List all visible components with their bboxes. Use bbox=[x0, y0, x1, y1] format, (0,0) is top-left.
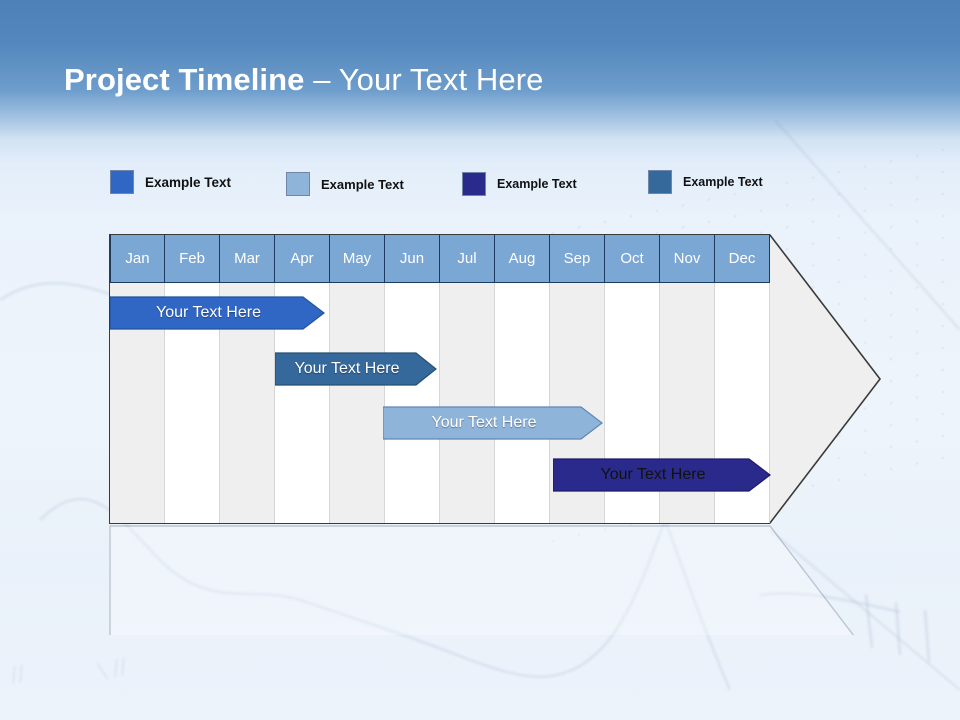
month-header-oct: Oct bbox=[605, 235, 660, 283]
legend-label-1: Example Text bbox=[145, 174, 232, 190]
page-title-rest: – Your Text Here bbox=[304, 62, 544, 97]
month-header-apr: Apr bbox=[275, 235, 330, 283]
month-header-nov: Nov bbox=[660, 235, 715, 283]
task-bar-1[interactable]: Your Text Here bbox=[110, 296, 325, 330]
month-body-jan bbox=[110, 283, 165, 523]
month-header-jun: Jun bbox=[385, 235, 440, 283]
timeline-column-feb[interactable]: Feb bbox=[165, 235, 220, 523]
month-body-jul bbox=[440, 283, 495, 523]
legend-label-3: Example Text bbox=[497, 177, 577, 191]
task-bar-2[interactable]: Your Text Here bbox=[275, 352, 437, 386]
month-body-mar bbox=[220, 283, 275, 523]
month-header-may: May bbox=[330, 235, 385, 283]
timeline-column-mar[interactable]: Mar bbox=[220, 235, 275, 523]
task-bar-3[interactable]: Your Text Here bbox=[383, 406, 603, 440]
chart-frame-bottom bbox=[109, 523, 770, 524]
svg-text:\ //: \ // bbox=[96, 651, 131, 686]
legend-swatch-2 bbox=[286, 172, 310, 196]
legend-item-2[interactable]: Example Text bbox=[286, 172, 404, 196]
month-body-aug bbox=[495, 283, 550, 523]
month-body-dec bbox=[715, 283, 770, 523]
chart-frame-top bbox=[109, 234, 770, 235]
legend-swatch-3 bbox=[462, 172, 486, 196]
month-body-oct bbox=[605, 283, 660, 523]
page-title-bold: Project Timeline bbox=[64, 62, 305, 97]
month-body-may bbox=[330, 283, 385, 523]
legend-item-4[interactable]: Example Text bbox=[648, 170, 763, 194]
svg-text://: // bbox=[7, 658, 29, 690]
legend-swatch-1 bbox=[110, 170, 134, 194]
month-header-mar: Mar bbox=[220, 235, 275, 283]
legend-label-4: Example Text bbox=[683, 175, 763, 189]
month-header-jul: Jul bbox=[440, 235, 495, 283]
timeline-month-grid: Jan Feb Mar Apr May Jun Jul Aug Sep Oct … bbox=[110, 235, 770, 523]
month-header-jan: Jan bbox=[110, 235, 165, 283]
page-title: Project Timeline – Your Text Here bbox=[64, 58, 543, 102]
month-body-jun bbox=[385, 283, 440, 523]
month-body-feb bbox=[165, 283, 220, 523]
month-header-dec: Dec bbox=[715, 235, 770, 283]
task-bar-4[interactable]: Your Text Here bbox=[553, 458, 771, 492]
month-header-aug: Aug bbox=[495, 235, 550, 283]
timeline-column-jul[interactable]: Jul bbox=[440, 235, 495, 523]
legend-label-2: Example Text bbox=[321, 176, 404, 192]
chart-frame-left bbox=[109, 234, 110, 524]
month-body-sep bbox=[550, 283, 605, 523]
legend-item-3[interactable]: Example Text bbox=[462, 172, 577, 196]
month-header-feb: Feb bbox=[165, 235, 220, 283]
month-body-apr bbox=[275, 283, 330, 523]
month-header-sep: Sep bbox=[550, 235, 605, 283]
legend-item-1[interactable]: Example Text bbox=[110, 170, 231, 194]
timeline-column-aug[interactable]: Aug bbox=[495, 235, 550, 523]
timeline-reflection bbox=[109, 525, 881, 635]
project-timeline-chart: Jan Feb Mar Apr May Jun Jul Aug Sep Oct … bbox=[109, 234, 881, 524]
legend-swatch-4 bbox=[648, 170, 672, 194]
timeline-column-jan[interactable]: Jan bbox=[110, 235, 165, 523]
month-body-nov bbox=[660, 283, 715, 523]
